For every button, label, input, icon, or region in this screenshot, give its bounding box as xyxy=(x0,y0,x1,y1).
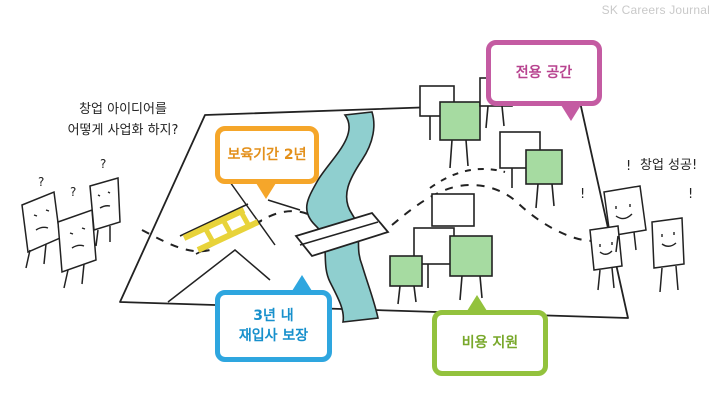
thought-line-1: 창업 아이디어를 xyxy=(79,102,167,117)
care-period-label: 보육기간 2년 xyxy=(227,146,307,163)
svg-text:?: ? xyxy=(38,175,44,189)
mountain-lines xyxy=(167,174,301,303)
worried-faces xyxy=(33,191,111,249)
worried-characters xyxy=(21,177,121,289)
happy-characters xyxy=(589,185,685,293)
speech-bubble-dedicated-space: 전용 공간 xyxy=(486,40,602,121)
thought-line-2: 어떻게 사업화 하지? xyxy=(67,122,179,138)
river xyxy=(305,111,379,323)
cost-support-label: 비용 지원 xyxy=(461,334,519,351)
thought-text-left: 창업 아이디어를 어떻게 사업화 하지? xyxy=(58,100,188,142)
watermark-logo: SK Careers Journal xyxy=(601,3,710,17)
rehire-line-2: 재입사 보장 xyxy=(238,328,309,344)
svg-text:!: ! xyxy=(580,187,585,202)
yellow-bridge xyxy=(179,203,263,255)
dedicated-space-label: 전용 공간 xyxy=(515,64,573,81)
buildings xyxy=(389,77,563,305)
dotted-road-2 xyxy=(429,167,506,189)
exclamation-marks: ! ! ! xyxy=(580,159,693,202)
svg-text:?: ? xyxy=(100,157,106,171)
happy-faces xyxy=(599,204,677,255)
svg-text:!: ! xyxy=(688,187,693,202)
cheer-text-right: 창업 성공! xyxy=(640,158,698,173)
map-ground xyxy=(119,101,629,319)
svg-text:?: ? xyxy=(70,185,76,199)
question-marks: ? ? ? xyxy=(38,157,106,199)
river-bridge xyxy=(294,211,390,258)
speech-bubble-care-period: 보육기간 2년 xyxy=(215,126,319,199)
svg-text:!: ! xyxy=(626,159,631,174)
speech-bubble-cost-support: 비용 지원 xyxy=(432,295,548,376)
rehire-line-1: 3년 내 xyxy=(253,307,294,324)
speech-bubble-rehire-guarantee: 3년 내 재입사 보장 xyxy=(215,275,332,362)
